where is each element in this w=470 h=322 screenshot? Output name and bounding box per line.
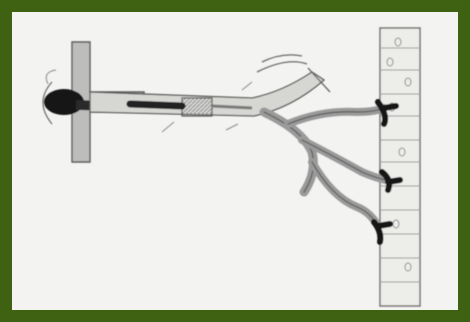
neuron-sketch: [12, 12, 458, 310]
axon-terminals: [264, 108, 386, 226]
muscle-fiber: [380, 28, 420, 306]
drawing-paper: [12, 12, 458, 310]
axon: [76, 72, 324, 116]
